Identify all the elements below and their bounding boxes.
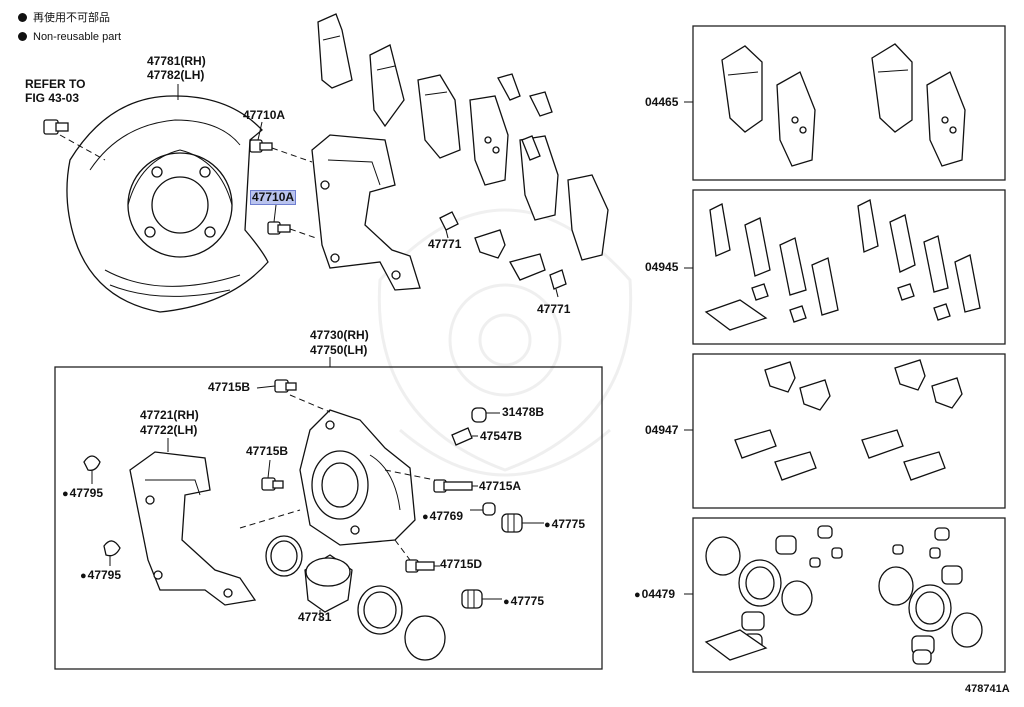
label-47715b-mid[interactable]: 47715B bbox=[246, 444, 289, 458]
label-47715d[interactable]: 47715D bbox=[440, 557, 483, 571]
pin-47715a[interactable] bbox=[433, 479, 473, 493]
label-47710a-top[interactable]: 47710A bbox=[243, 108, 286, 122]
kit-box-04479 bbox=[692, 517, 1006, 673]
label-kit-04465[interactable]: 04465 bbox=[645, 95, 679, 109]
label-kit-04947[interactable]: 04947 bbox=[645, 423, 679, 437]
boot-47775-b[interactable] bbox=[461, 589, 483, 609]
label-47715b-top[interactable]: 47715B bbox=[208, 380, 251, 394]
kit-04465-pads[interactable] bbox=[721, 43, 966, 167]
bolt-47710a-top[interactable] bbox=[249, 139, 273, 153]
kit-box-04947 bbox=[692, 353, 1006, 509]
label-31478b[interactable]: 31478B bbox=[502, 405, 545, 419]
caliper-body[interactable] bbox=[299, 409, 416, 546]
bullet-icon bbox=[18, 32, 27, 41]
clip-47771-left[interactable] bbox=[439, 211, 459, 231]
shim-top-1[interactable] bbox=[497, 73, 553, 161]
cap-31478b[interactable] bbox=[471, 407, 487, 423]
label-47769[interactable]: 47769 bbox=[422, 510, 463, 524]
label-47795-a[interactable]: 47795 bbox=[62, 487, 103, 501]
refer-line1[interactable]: REFER TO bbox=[25, 77, 86, 91]
spring-top-1[interactable] bbox=[474, 229, 546, 281]
kit-04945-pads[interactable] bbox=[704, 199, 981, 331]
pad-top-4[interactable] bbox=[469, 95, 509, 186]
label-47731[interactable]: 47731 bbox=[298, 610, 332, 624]
label-47547b[interactable]: 47547B bbox=[480, 429, 523, 443]
legend-en: Non-reusable part bbox=[18, 31, 121, 44]
label-47775-b[interactable]: 47775 bbox=[503, 595, 544, 609]
kit-04479-seals[interactable] bbox=[704, 525, 983, 665]
bullet-icon bbox=[18, 13, 27, 22]
dust-boot-ring[interactable] bbox=[404, 615, 446, 661]
label-47781[interactable]: 47781(RH) bbox=[147, 54, 206, 68]
caliper-mounting-47721[interactable] bbox=[129, 451, 257, 606]
seal-47795-b[interactable] bbox=[103, 540, 121, 557]
label-47721[interactable]: 47721(RH) bbox=[140, 408, 199, 422]
kit-box-04465 bbox=[692, 25, 1006, 181]
diagram-number: 478741A bbox=[965, 683, 1010, 695]
label-47722[interactable]: 47722(LH) bbox=[140, 423, 198, 437]
piston-seal[interactable] bbox=[357, 585, 403, 635]
clip-47771-right[interactable] bbox=[549, 269, 567, 290]
seal-47795-a[interactable] bbox=[83, 455, 101, 471]
label-47771-right[interactable]: 47771 bbox=[537, 302, 571, 316]
legend-jp-text: 再使用不可部品 bbox=[33, 12, 110, 24]
label-47771-left[interactable]: 47771 bbox=[428, 237, 462, 251]
pin-47715d[interactable] bbox=[405, 559, 435, 573]
bolt-47715b-top[interactable] bbox=[274, 379, 297, 393]
label-kit-04945[interactable]: 04945 bbox=[645, 260, 679, 274]
caliper-mounting-top[interactable] bbox=[311, 134, 421, 291]
piston-47731[interactable] bbox=[304, 554, 353, 613]
kit-box-04945 bbox=[692, 189, 1006, 345]
label-47775-a[interactable]: 47775 bbox=[544, 518, 585, 532]
pad-top-1[interactable] bbox=[317, 13, 353, 89]
refer-line2[interactable]: FIG 43-03 bbox=[25, 91, 80, 105]
label-47782[interactable]: 47782(LH) bbox=[147, 68, 205, 82]
label-47750[interactable]: 47750(LH) bbox=[310, 343, 368, 357]
seal-ring-left[interactable] bbox=[265, 535, 303, 577]
label-47715a[interactable]: 47715A bbox=[479, 479, 522, 493]
label-47795-b[interactable]: 47795 bbox=[80, 569, 121, 583]
bolt-47710a-lower[interactable] bbox=[267, 221, 291, 235]
cap-47769[interactable] bbox=[482, 502, 496, 516]
refer-bolt[interactable] bbox=[43, 119, 69, 135]
kit-04947-springs[interactable] bbox=[734, 359, 963, 481]
dust-cover-47781[interactable] bbox=[66, 95, 269, 313]
bolt-47715b-mid[interactable] bbox=[261, 477, 284, 491]
legend-en-text: Non-reusable part bbox=[33, 31, 122, 43]
legend-jp: 再使用不可部品 bbox=[18, 12, 110, 25]
label-47730[interactable]: 47730(RH) bbox=[310, 328, 369, 342]
pad-top-2[interactable] bbox=[369, 44, 405, 128]
label-47710a-highlight[interactable]: 47710A bbox=[249, 190, 297, 205]
bleeder-47547b[interactable] bbox=[451, 427, 473, 446]
pad-top-3[interactable] bbox=[417, 74, 461, 159]
boot-47775-a[interactable] bbox=[501, 513, 523, 533]
caliper-assy-box bbox=[54, 366, 603, 670]
pad-top-6[interactable] bbox=[567, 174, 609, 261]
watermark bbox=[377, 208, 633, 477]
label-kit-04479[interactable]: 04479 bbox=[634, 588, 675, 602]
